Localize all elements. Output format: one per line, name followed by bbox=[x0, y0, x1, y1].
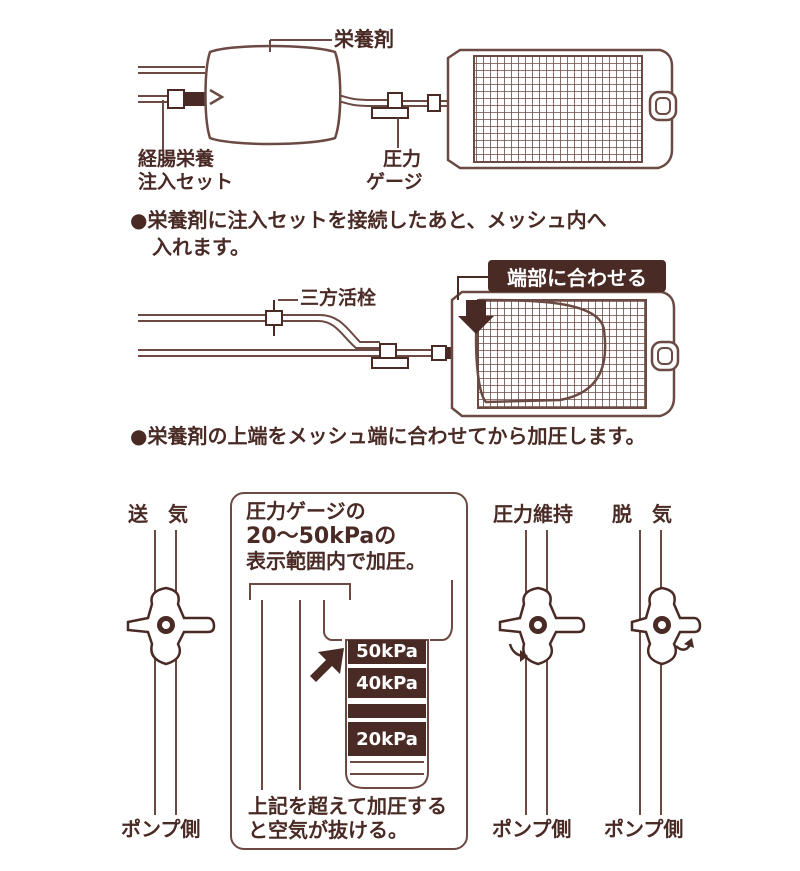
valve-hold-title: 圧力維持 bbox=[493, 502, 573, 526]
valve-release-bottom: ポンプ側 bbox=[604, 817, 684, 841]
gauge-label-50: 50kPa bbox=[356, 641, 418, 662]
box-line1: 圧力ゲージの bbox=[246, 499, 366, 523]
valve-send-title: 送 気 bbox=[128, 502, 188, 526]
box-bottom-line2: と空気が抜ける。 bbox=[248, 818, 408, 842]
mesh-pouch-top bbox=[446, 48, 678, 170]
gauge-pointer-arrow bbox=[310, 648, 344, 682]
label-feeding-set-line1: 経腸栄養 bbox=[138, 148, 215, 170]
valve-hold-bottom: ポンプ側 bbox=[492, 817, 572, 841]
feeding-set-connector bbox=[167, 89, 207, 109]
gauge-frame bbox=[249, 580, 453, 790]
middle-tubes bbox=[138, 314, 450, 357]
top-note-line1: ●栄養剤に注入セットを接続したあと、メッシュ内へ bbox=[130, 208, 607, 232]
pressure-range-box bbox=[230, 492, 468, 850]
gauge-scale bbox=[345, 639, 429, 789]
valve-release-title: 脱 気 bbox=[612, 502, 672, 526]
top-note-line2: 入れます。 bbox=[152, 235, 250, 259]
gauge-label-20: 20kPa bbox=[356, 729, 418, 750]
gauge-label-40: 40kPa bbox=[356, 673, 418, 694]
box-line2: 20～50kPaの bbox=[246, 524, 397, 549]
callout-arrow bbox=[458, 300, 494, 334]
label-nutrient: 栄養剤 bbox=[334, 27, 394, 51]
label-gauge-line2: ゲージ bbox=[366, 171, 423, 193]
stopcock-small bbox=[265, 300, 283, 336]
valve-send-bottom: ポンプ側 bbox=[121, 817, 201, 841]
callout-align-edge: 端部に合わせる bbox=[488, 260, 666, 292]
box-line3: 表示範囲内で加圧。 bbox=[246, 549, 426, 573]
callout-bracket bbox=[457, 276, 488, 300]
valve-release bbox=[630, 530, 702, 815]
nutrient-bag bbox=[204, 44, 342, 146]
mesh-pouch-middle bbox=[450, 290, 680, 418]
valve-hold bbox=[498, 530, 586, 815]
box-bottom-line1: 上記を超えて加圧する bbox=[248, 794, 447, 818]
label-stopcock: 三方活栓 bbox=[300, 287, 377, 309]
label-feeding-set-line2: 注入セット bbox=[138, 171, 234, 193]
gauge-unit-top bbox=[371, 92, 441, 119]
valve-send bbox=[126, 530, 216, 815]
middle-note: ●栄養剤の上端をメッシュ端に合わせてから加圧します。 bbox=[130, 424, 646, 448]
label-gauge-line1: 圧力 bbox=[383, 148, 422, 170]
